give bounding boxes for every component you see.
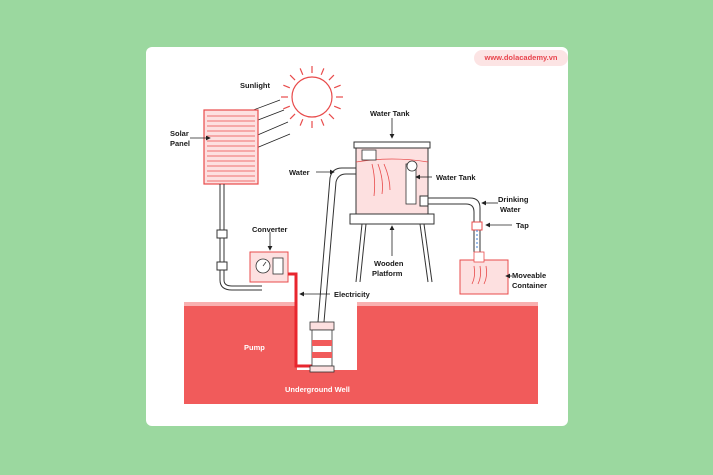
label-drinking-water-1: Drinking (498, 195, 529, 204)
label-electricity: Electricity (334, 290, 371, 299)
website-badge[interactable]: www.dolacademy.vn (474, 50, 568, 66)
converter-box (249, 251, 289, 283)
sun-ray (289, 74, 296, 81)
water-tank (353, 141, 431, 215)
sun-icon (281, 66, 343, 128)
label-water: Water (289, 168, 310, 177)
label-sunlight: Sunlight (240, 81, 270, 90)
label-solar-panel-1: Solar (170, 129, 189, 138)
sun-ray (289, 113, 296, 120)
label-wooden-platform-2: Platform (372, 269, 403, 278)
sun-ray (333, 84, 341, 89)
label-converter: Converter (252, 225, 288, 234)
pump (309, 321, 335, 373)
cable (216, 184, 262, 291)
sun-ray (328, 74, 335, 81)
sun-ray (320, 118, 325, 126)
sun-ray (320, 68, 325, 76)
label-water-tank-top: Water Tank (370, 109, 410, 118)
sun-ray (283, 84, 291, 89)
label-solar-panel-2: Panel (170, 139, 190, 148)
label-pump: Pump (244, 343, 265, 352)
label-moveable-container-1: Moveable (512, 271, 546, 280)
label-underground-well: Underground Well (285, 385, 350, 394)
moveable-container (459, 251, 509, 295)
sun-ray (333, 105, 341, 110)
sun-ray (299, 118, 304, 126)
sun-ray (299, 68, 304, 76)
label-drinking-water-2: Water (500, 205, 521, 214)
label-arrows (190, 118, 512, 297)
label-wooden-platform-1: Wooden (374, 259, 404, 268)
solar-panel (203, 109, 259, 185)
electricity-wire (288, 272, 318, 368)
sun-ray (283, 105, 291, 110)
label-tap: Tap (516, 221, 529, 230)
label-water-tank-side: Water Tank (436, 173, 476, 182)
tap-icon (471, 221, 483, 250)
ground (184, 302, 538, 404)
label-moveable-container-2: Container (512, 281, 547, 290)
drinking-pipe (419, 195, 481, 252)
sun-ray (328, 113, 335, 120)
